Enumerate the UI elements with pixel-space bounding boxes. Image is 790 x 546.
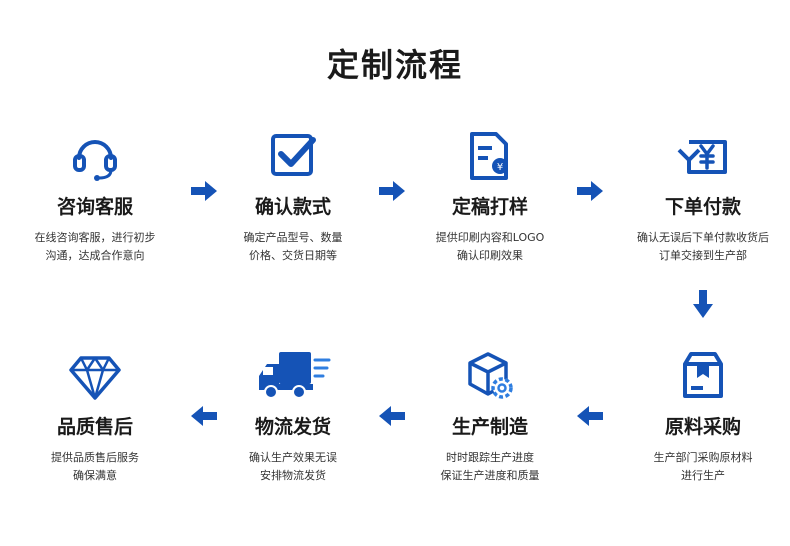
step-desc: 时时跟踪生产进度 保证生产进度和质量 — [440, 451, 540, 482]
step-consult: 咨询客服 在线咨询客服，进行初步 沟通，达成合作意向 — [10, 128, 180, 265]
step-name: 定稿打样 — [451, 196, 528, 218]
step-name: 物流发货 — [254, 416, 331, 438]
arrow-down-icon — [693, 290, 713, 318]
checkbox-icon — [271, 134, 316, 176]
arrow-right-icon — [191, 181, 217, 201]
package-icon — [683, 352, 723, 398]
step-desc: 确认生产效果无误 安排物流发货 — [249, 451, 337, 482]
step-production: 生产制造 时时跟踪生产进度 保证生产进度和质量 — [405, 348, 575, 485]
step-desc: 生产部门采购原材料 进行生产 — [653, 451, 753, 482]
step-desc: 提供品质售后服务 确保满意 — [51, 451, 139, 482]
step-order-pay: 下单付款 确认无误后下单付款收货后 订单交接到生产部 — [618, 128, 788, 265]
arrow-left-icon — [191, 406, 217, 426]
step-name: 品质售后 — [56, 416, 133, 438]
step-confirm-style: 确认款式 确定产品型号、数量 价格、交货日期等 — [208, 128, 378, 265]
arrow-left-icon — [577, 406, 603, 426]
step-desc: 在线咨询客服，进行初步 沟通，达成合作意向 — [34, 231, 156, 262]
headset-icon — [73, 140, 117, 181]
box-gear-icon — [468, 352, 513, 399]
delivery-truck-icon — [259, 352, 331, 399]
step-after-sales: 品质售后 提供品质售后服务 确保满意 — [10, 348, 180, 485]
step-name: 咨询客服 — [56, 196, 133, 218]
svg-text:¥: ¥ — [497, 162, 503, 173]
arrow-right-icon — [379, 181, 405, 201]
arrow-left-icon — [379, 406, 405, 426]
page-title: 定制流程 — [326, 46, 463, 84]
yen-payment-icon — [677, 140, 727, 174]
step-desc: 确定产品型号、数量 价格、交货日期等 — [243, 231, 343, 262]
step-shipping: 物流发货 确认生产效果无误 安排物流发货 — [208, 348, 378, 485]
step-materials: 原料采购 生产部门采购原材料 进行生产 — [618, 348, 788, 485]
step-proof: ¥ 定稿打样 提供印刷内容和LOGO 确认印刷效果 — [405, 128, 575, 265]
step-desc: 提供印刷内容和LOGO 确认印刷效果 — [435, 231, 545, 262]
step-name: 下单付款 — [664, 196, 741, 218]
step-name: 确认款式 — [254, 196, 331, 218]
document-icon: ¥ — [470, 132, 508, 180]
diamond-icon — [69, 356, 121, 400]
step-name: 生产制造 — [451, 416, 528, 438]
step-name: 原料采购 — [664, 416, 741, 438]
arrow-right-icon — [577, 181, 603, 201]
step-desc: 确认无误后下单付款收货后 订单交接到生产部 — [637, 231, 769, 262]
